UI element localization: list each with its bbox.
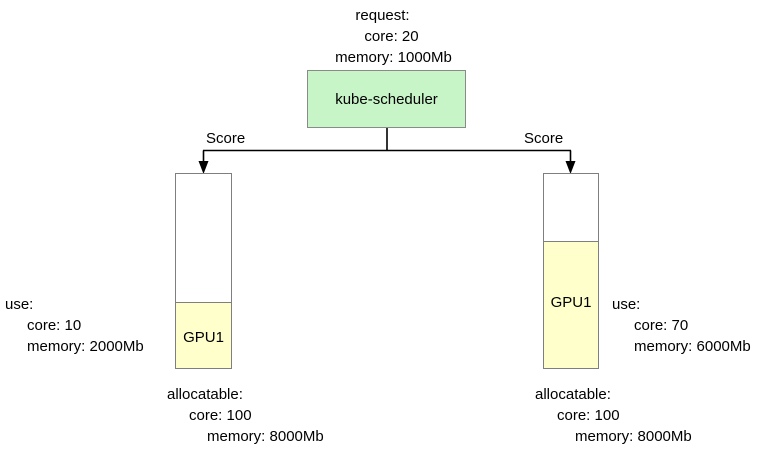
use-header-left: use: (5, 296, 34, 313)
use-memory-value-right: memory: 6000Mb (634, 338, 751, 355)
score-label-right: Score (524, 130, 564, 147)
allocatable-header-left: allocatable: (167, 386, 243, 403)
gpu-capacity-bar-left[interactable]: GPU1 (175, 173, 232, 369)
gpu-used-fill-right: GPU1 (544, 241, 598, 368)
allocatable-core-value-right: core: 100 (557, 407, 620, 424)
allocatable-memory-value-left: memory: 8000Mb (207, 428, 324, 445)
kube-scheduler-label: kube-scheduler (335, 90, 438, 108)
allocatable-core-value-left: core: 100 (189, 407, 252, 424)
use-annotation-left: use: core: 10 memory: 2000Mb (5, 294, 144, 357)
use-core-value-left: core: 10 (27, 317, 82, 334)
kube-scheduler-node[interactable]: kube-scheduler (307, 70, 466, 128)
allocatable-annotation-right: allocatable: core: 100 memory: 8000Mb (535, 384, 692, 447)
request-header: request: (355, 7, 410, 24)
use-header-right: use: (612, 296, 641, 313)
use-memory-value-left: memory: 2000Mb (27, 338, 144, 355)
request-core-value: core: 20 (364, 28, 419, 45)
request-memory-value: memory: 1000Mb (335, 49, 452, 66)
use-core-value-right: core: 70 (634, 317, 689, 334)
gpu-used-fill-left: GPU1 (176, 302, 231, 368)
allocatable-annotation-left: allocatable: core: 100 memory: 8000Mb (167, 384, 324, 447)
gpu-label-left: GPU1 (183, 329, 224, 346)
allocatable-header-right: allocatable: (535, 386, 611, 403)
gpu-capacity-bar-right[interactable]: GPU1 (543, 173, 599, 369)
score-label-left: Score (206, 130, 246, 147)
request-annotation: request: core: 20 memory: 1000Mb (0, 5, 765, 68)
use-annotation-right: use: core: 70 memory: 6000Mb (612, 294, 751, 357)
gpu-label-right: GPU1 (550, 294, 592, 311)
allocatable-memory-value-right: memory: 8000Mb (575, 428, 692, 445)
